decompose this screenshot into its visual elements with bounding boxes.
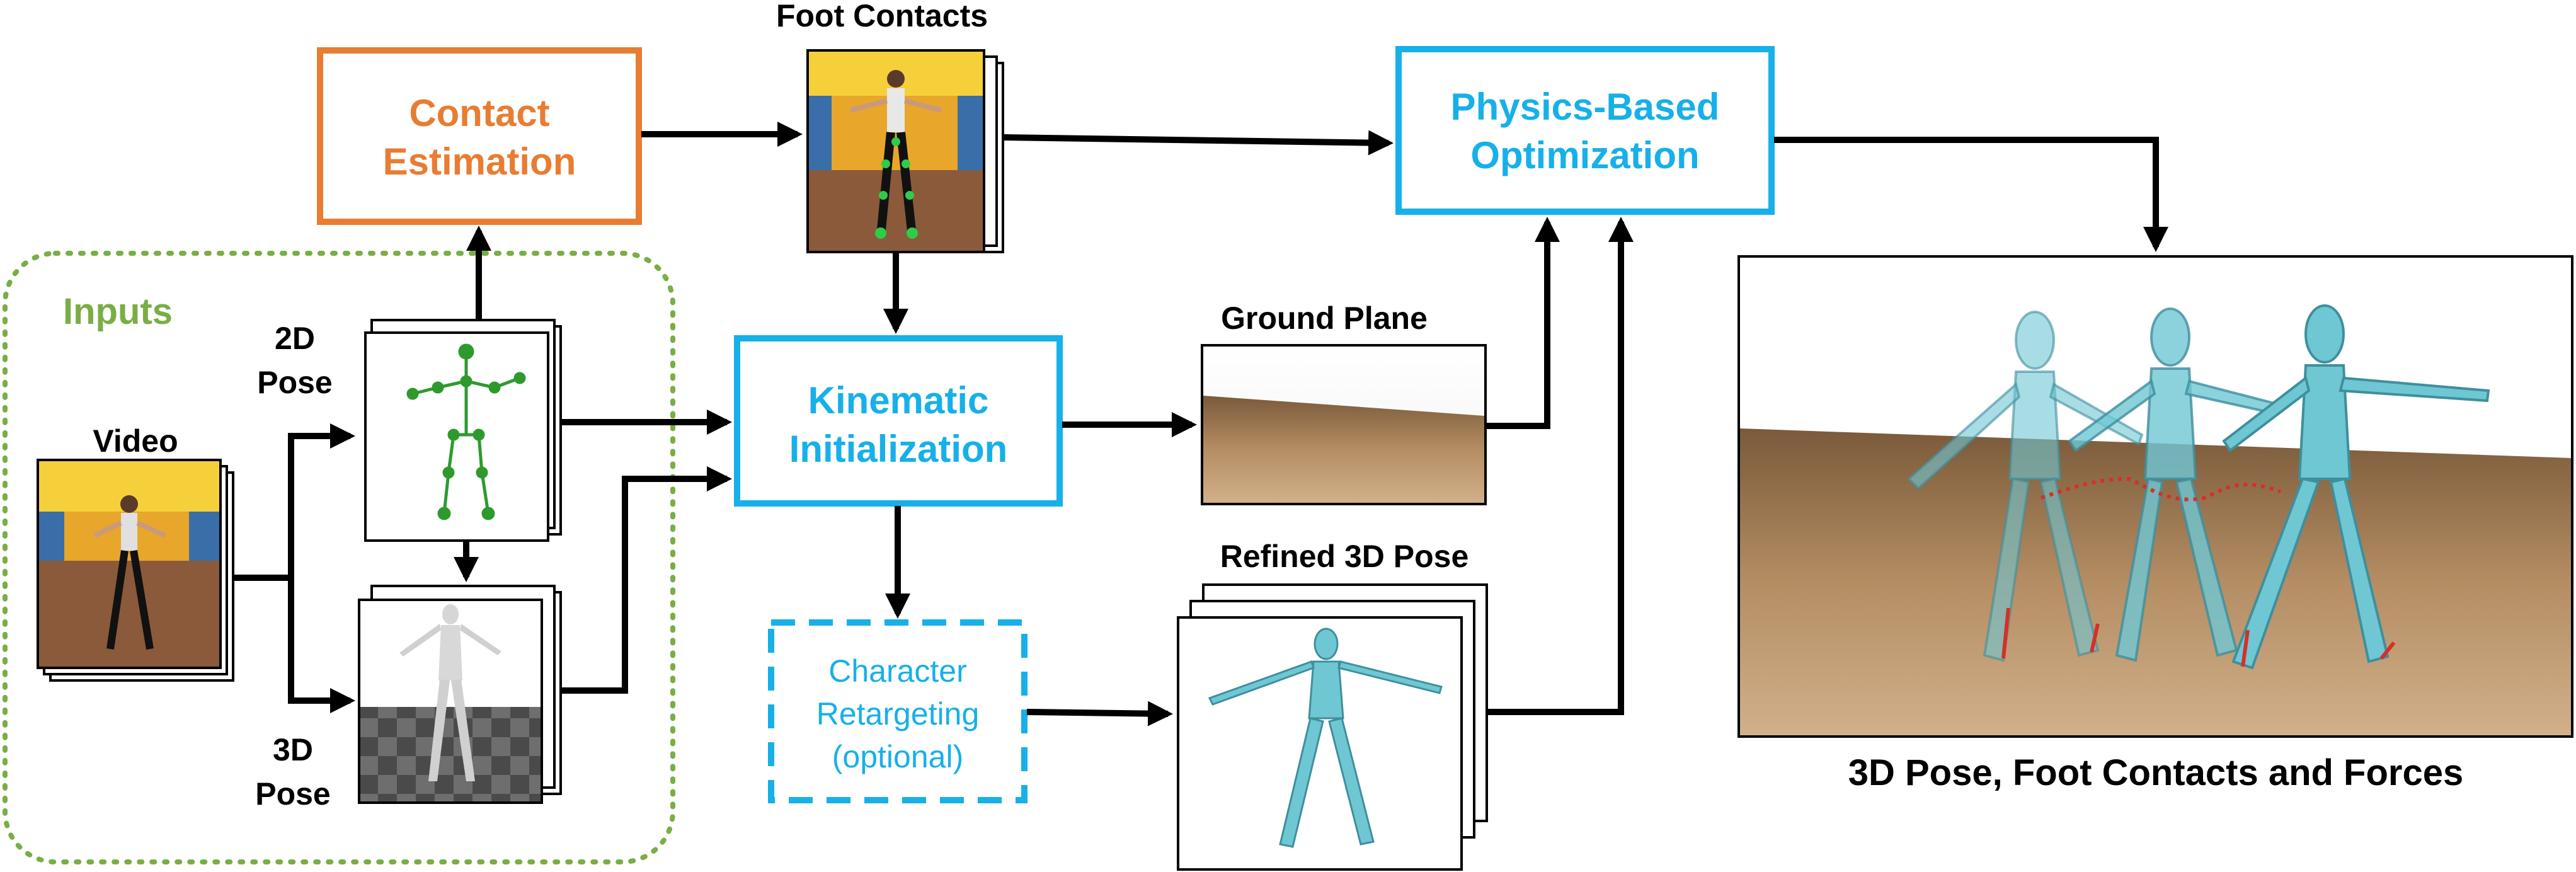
flow-arrows: [233, 122, 2168, 726]
pose2d-label-line2: Pose: [257, 365, 333, 400]
3d-body-mesh-icon: [358, 599, 543, 804]
character-retargeting-line1: Character: [828, 653, 967, 689]
arrow-retarget-to-refined: [1026, 701, 1173, 726]
arrow-physics-to-output: [1774, 137, 2168, 252]
dancer-with-contact-points-icon: [806, 49, 985, 253]
video-label: Video: [93, 423, 178, 459]
physics-optimization-box: [1395, 46, 1775, 215]
mannequin-figure-icon: [1177, 616, 1463, 871]
kinematic-initialization-line2: Initialization: [789, 428, 1008, 470]
foot-contacts-frames-stack: [806, 49, 1004, 253]
pose2d-label-line1: 2D: [275, 321, 315, 356]
inputs-group-title: Inputs: [63, 291, 173, 332]
pose2d-frames-stack: [364, 319, 562, 542]
2d-skeleton-icon: [406, 343, 526, 520]
pose3d-label-line2: Pose: [255, 776, 331, 812]
pose3d-label-line1: 3D: [273, 732, 313, 767]
kinematic-initialization-box: [734, 335, 1063, 507]
inputs-group-border: [3, 251, 675, 864]
character-retargeting-box: [768, 619, 1028, 803]
wooden-floor-icon: [1201, 344, 1487, 505]
kinematic-initialization-line1: Kinematic: [808, 379, 989, 422]
physics-optimization-line1: Physics-Based: [1451, 86, 1720, 128]
ground-plane-label: Ground Plane: [1221, 301, 1428, 336]
character-retargeting-line2: Retargeting: [816, 696, 980, 731]
arrow-ground-to-physics: [1487, 217, 1560, 429]
contact-estimation-box: [317, 47, 642, 225]
video-frames-stack: [37, 459, 234, 682]
arrow-3d-to-kinematic: [561, 466, 732, 694]
arrow-video-to-3d: [288, 578, 355, 713]
refined-3d-pose-label: Refined 3D Pose: [1220, 539, 1469, 574]
output-caption: 3D Pose, Foot Contacts and Forces: [1848, 752, 2464, 793]
physics-optimization-line2: Optimization: [1470, 134, 1699, 176]
contact-estimation-line2: Estimation: [383, 141, 576, 183]
arrow-refined-to-physics: [1487, 217, 1634, 715]
foot-contacts-label: Foot Contacts: [776, 0, 988, 33]
arrow-video-branch: [233, 423, 355, 581]
dancer-photo-icon: [37, 459, 222, 669]
contact-estimation-line1: Contact: [409, 92, 549, 134]
arrow-foot-to-physics: [1002, 130, 1394, 156]
mannequin-sequence-on-floor-icon: [1737, 255, 2573, 738]
refined-frames-stack: [1177, 583, 1488, 871]
pose3d-frames-stack: [358, 585, 562, 804]
character-retargeting-line3: (optional): [832, 739, 963, 774]
